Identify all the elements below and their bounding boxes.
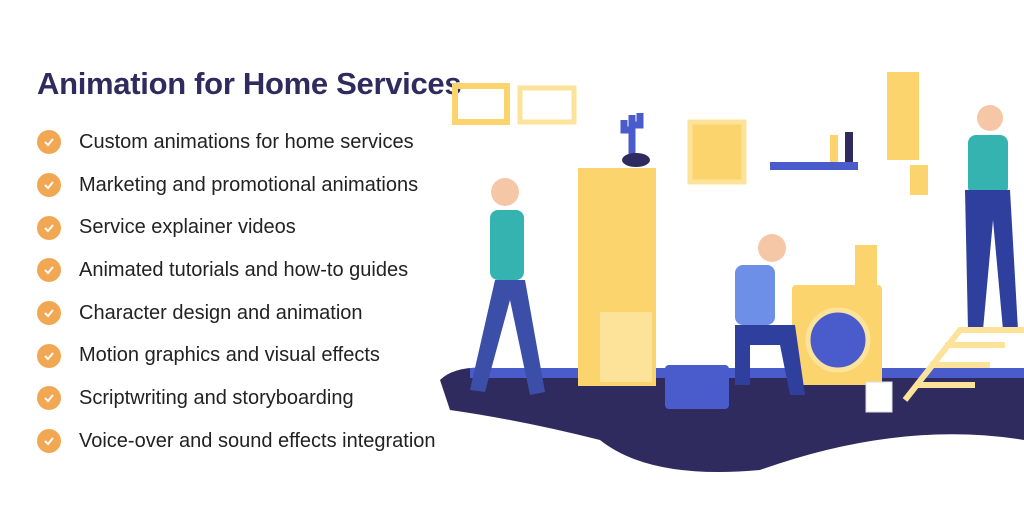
book	[830, 135, 838, 162]
stepladder	[902, 327, 1024, 402]
list-item-text: Service explainer videos	[79, 216, 296, 239]
picture-frame	[517, 85, 577, 125]
worker-painter	[965, 105, 1018, 330]
list-item: Animated tutorials and how-to guides	[37, 249, 436, 292]
list-item-text: Marketing and promotional animations	[79, 173, 419, 196]
picture-frame	[687, 119, 747, 185]
check-circle-icon	[37, 386, 61, 411]
list-item: Custom animations for home services	[37, 121, 436, 164]
cactus-icon	[620, 113, 644, 160]
check-circle-icon	[37, 215, 61, 240]
detergent-bottle	[855, 245, 877, 285]
list-item-text: Character design and animation	[79, 301, 363, 324]
check-circle-icon	[37, 343, 61, 368]
list-item-text: Scriptwriting and storyboarding	[79, 386, 354, 409]
list-item-text: Custom animations for home services	[79, 130, 414, 153]
worker-hammer	[470, 178, 545, 395]
list-item-text: Voice-over and sound effects integration	[79, 429, 436, 452]
list-item: Marketing and promotional animations	[37, 164, 436, 207]
check-circle-icon	[37, 130, 61, 155]
picture-frame	[452, 83, 510, 125]
check-circle-icon	[37, 429, 61, 454]
feature-list: Custom animations for home services Mark…	[37, 121, 436, 463]
list-item-text: Motion graphics and visual effects	[79, 344, 380, 367]
book	[845, 132, 853, 162]
plant-pot	[622, 153, 650, 167]
paint-bucket	[865, 381, 893, 413]
check-circle-icon	[37, 258, 61, 283]
worker-washer	[735, 234, 805, 395]
paint-strip	[887, 72, 919, 160]
list-item: Character design and animation	[37, 292, 436, 335]
cabinet-door	[600, 312, 652, 382]
wall-shelf	[770, 162, 858, 170]
washer-door	[805, 307, 871, 373]
home-services-illustration	[440, 72, 1024, 472]
list-item: Voice-over and sound effects integration	[37, 420, 436, 463]
list-item: Scriptwriting and storyboarding	[37, 377, 436, 420]
check-circle-icon	[37, 173, 61, 198]
list-item-text: Animated tutorials and how-to guides	[79, 258, 409, 281]
toolbox	[665, 365, 729, 409]
list-item: Motion graphics and visual effects	[37, 334, 436, 377]
check-circle-icon	[37, 301, 61, 326]
list-item: Service explainer videos	[37, 206, 436, 249]
paint-strip	[910, 165, 928, 195]
page-title: Animation for Home Services	[37, 66, 462, 101]
